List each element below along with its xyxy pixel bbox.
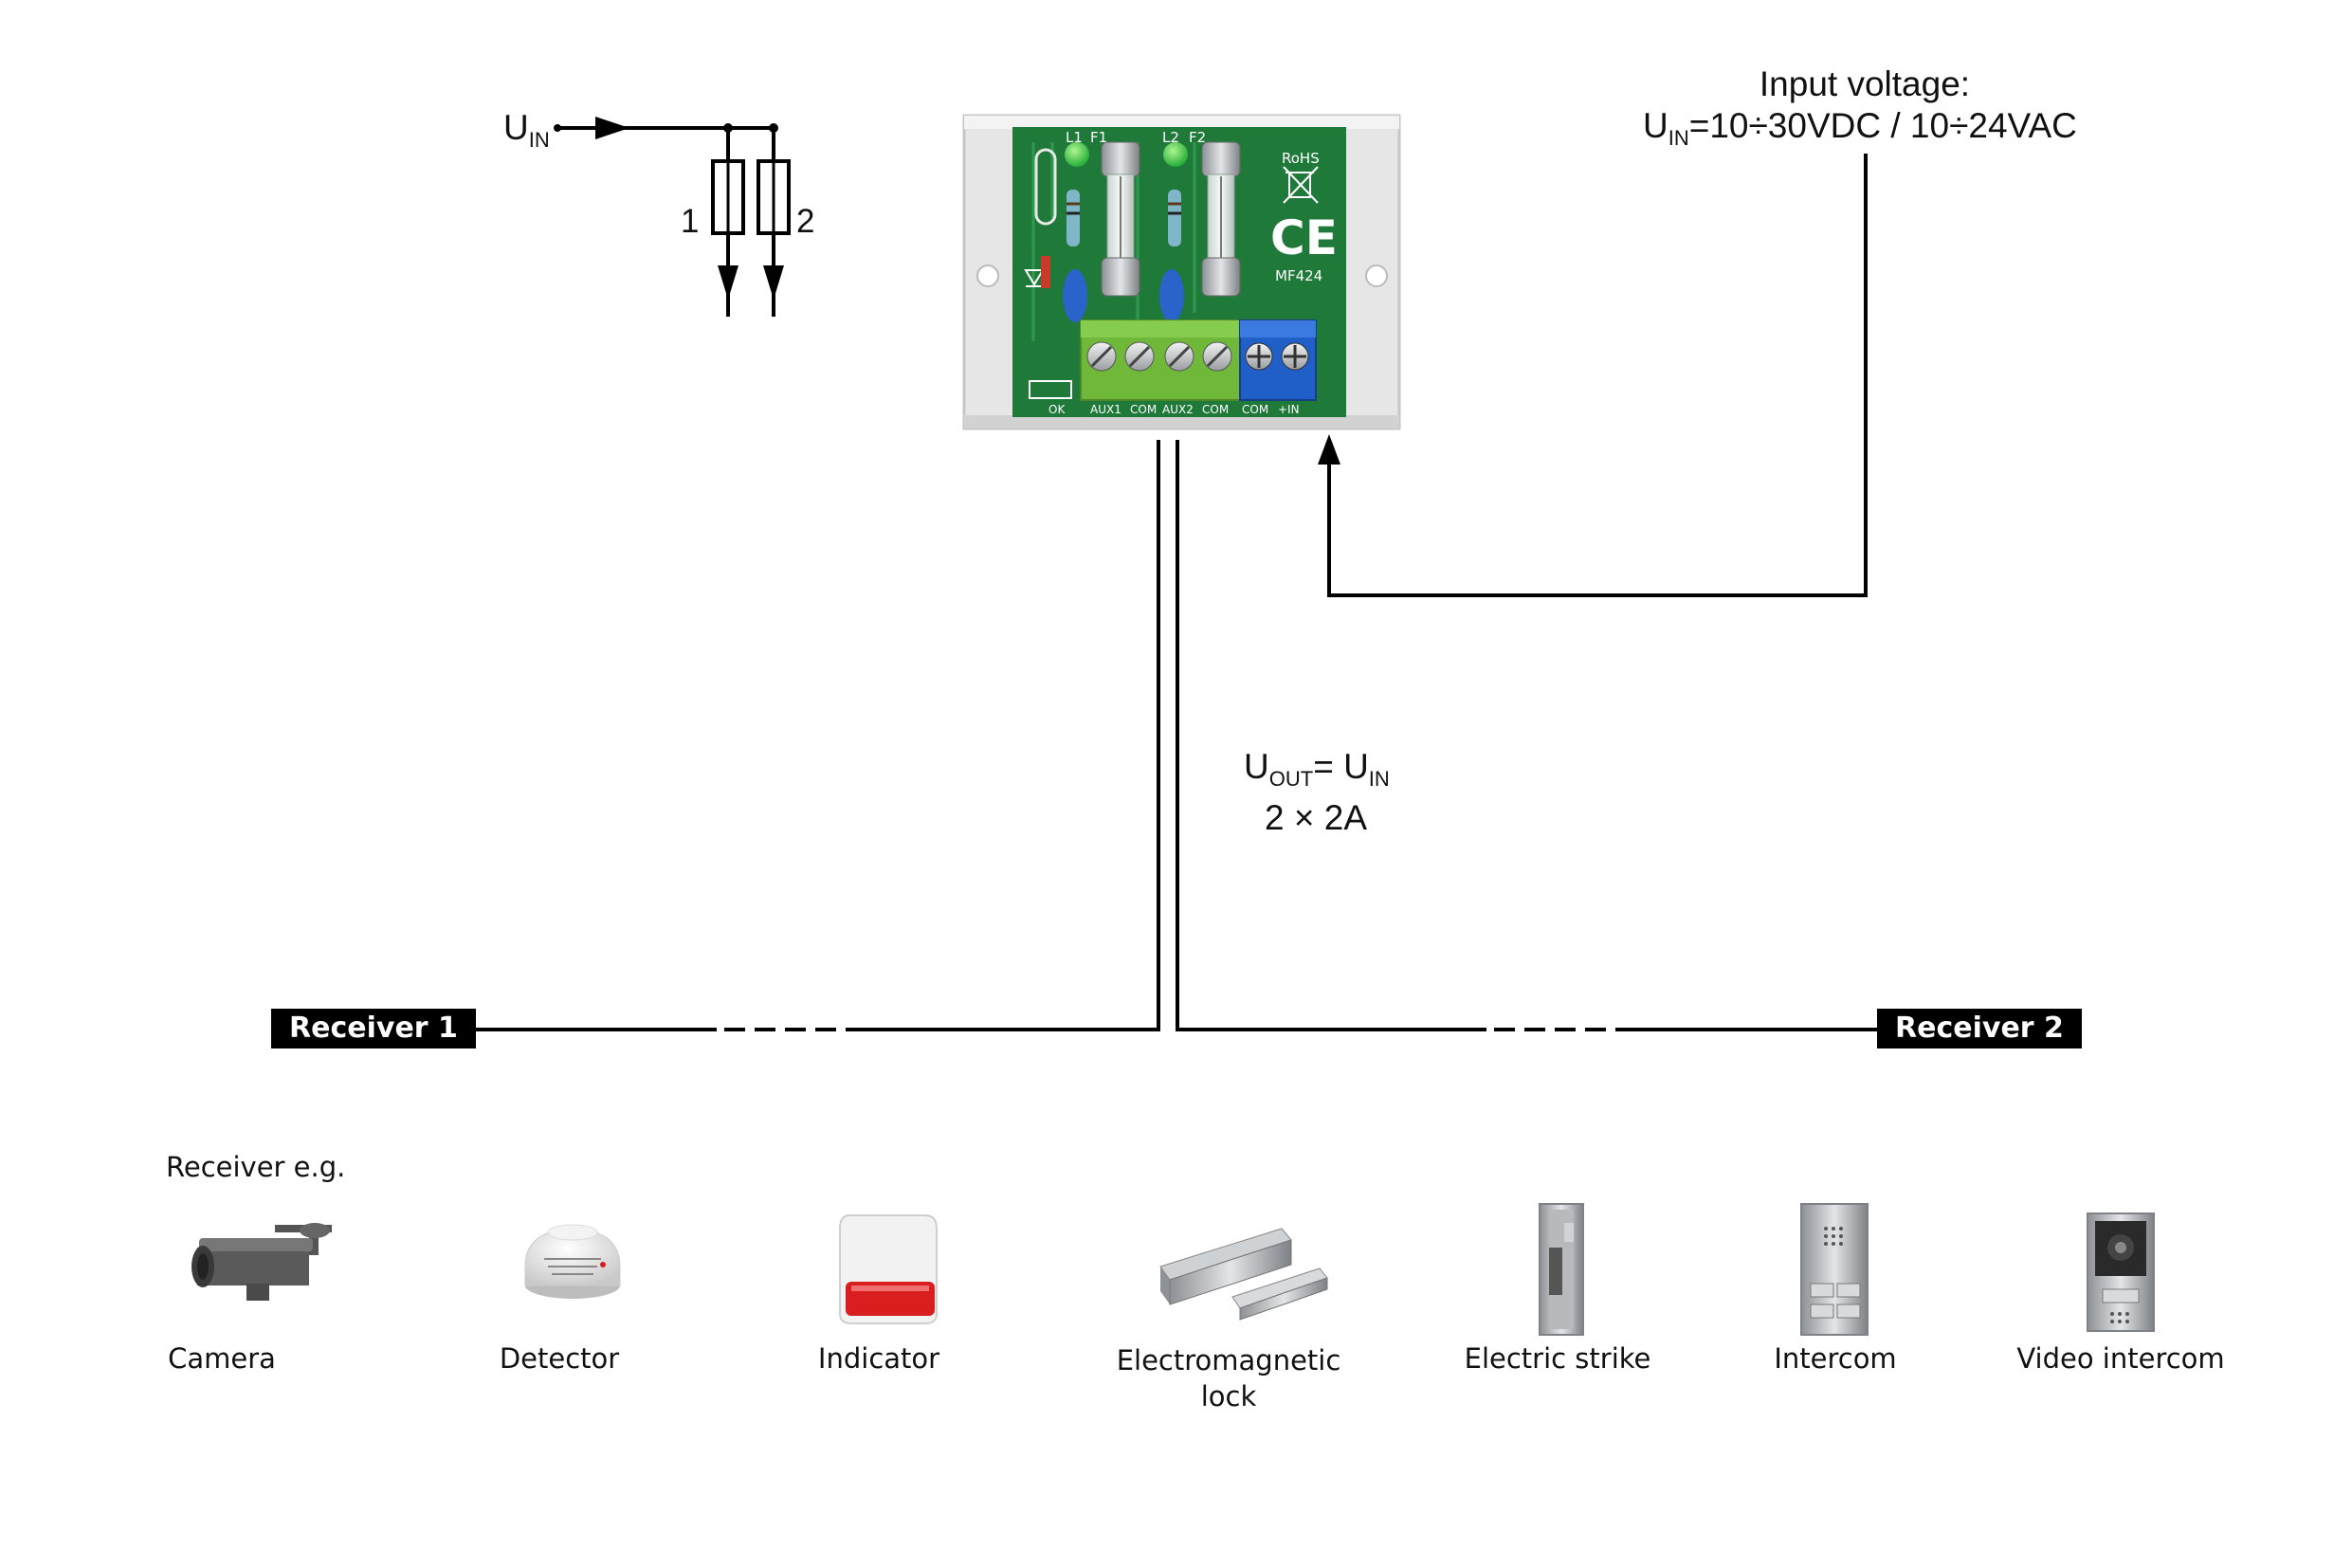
intercom-icon [1800,1203,1869,1336]
led-l1 [1065,142,1089,167]
silk-aux1: AUX1 [1090,403,1121,416]
device-label-intercom: Intercom [1774,1342,1897,1375]
camera-icon [191,1223,332,1301]
capacitor-2 [1159,269,1184,322]
silk-ok: OK [1048,403,1066,416]
resistor-1 [1067,190,1080,246]
channel-2-label: 2 [796,203,815,240]
smoke-detector-icon [524,1224,621,1299]
receiver-1-tag: Receiver 1 [271,1009,476,1048]
device-label-detector: Detector [499,1342,620,1375]
video-intercom-icon [2087,1212,2155,1332]
input-feed-line [1327,154,1868,597]
silk-rohs: RoHS [1282,150,1320,167]
mount-hole-right [1365,264,1388,287]
wiring [476,154,1877,1031]
weee-bin-icon [1283,166,1319,204]
silk-aux2: AUX2 [1162,403,1194,416]
device-label-indicator: Indicator [817,1342,940,1375]
silk-com3: COM [1242,403,1268,416]
channel-1-label: 1 [681,203,700,240]
output-rating-label: 2 × 2A [1265,798,1368,837]
receiver-2-tag: Receiver 2 [1877,1009,2082,1048]
siren-icon [839,1214,938,1324]
fuse-module: L1 F1 L2 F2 RoHS CE MF424 OK AUX1 COM AU… [962,114,1401,430]
schematic-input-label: UIN [503,108,550,152]
input-voltage-title: Input voltage: [1759,64,1971,103]
device-label-camera: Camera [168,1342,276,1375]
led-l2 [1163,142,1188,167]
fuse-schematic [554,117,791,317]
device-label-electromagnetic-lock: Electromagnetic lock [1116,1344,1341,1413]
silk-model: MF424 [1275,267,1322,284]
silk-plus-in: +IN [1278,403,1300,416]
input-feed-arrow [1318,434,1340,465]
silk-com1: COM [1130,403,1157,416]
silk-f1: F1 [1090,129,1107,146]
capacitor-1 [1063,269,1087,322]
input-arrow [595,117,629,139]
silk-l2: L2 [1162,129,1179,146]
silk-l1: L1 [1066,129,1083,146]
terminal-block-blue [1239,319,1317,401]
input-voltage-value: UIN=10÷30VDC / 10÷24VAC [1643,106,2077,150]
device-label-electric-strike: Electric strike [1464,1342,1651,1375]
schematic-input-subscript: IN [528,128,550,152]
fuse-f2 [1201,141,1241,297]
resistor-2 [1168,190,1181,246]
output-voltage-label: UOUT= UIN [1244,747,1390,791]
output-arrow-1 [718,265,738,300]
output-arrow-2 [763,265,784,300]
terminal-block-green [1080,319,1241,401]
silk-f2: F2 [1189,129,1206,146]
device-label-video-intercom: Video intercom [2016,1342,2225,1375]
silk-ce: CE [1270,210,1338,265]
fuse-f1 [1101,141,1140,297]
receiver-examples-label: Receiver e.g. [166,1151,346,1183]
mount-hole-left [976,264,999,287]
silk-com2: COM [1202,403,1229,416]
electric-strike-icon [1539,1203,1584,1336]
magnetic-lock-icon [1159,1228,1328,1321]
